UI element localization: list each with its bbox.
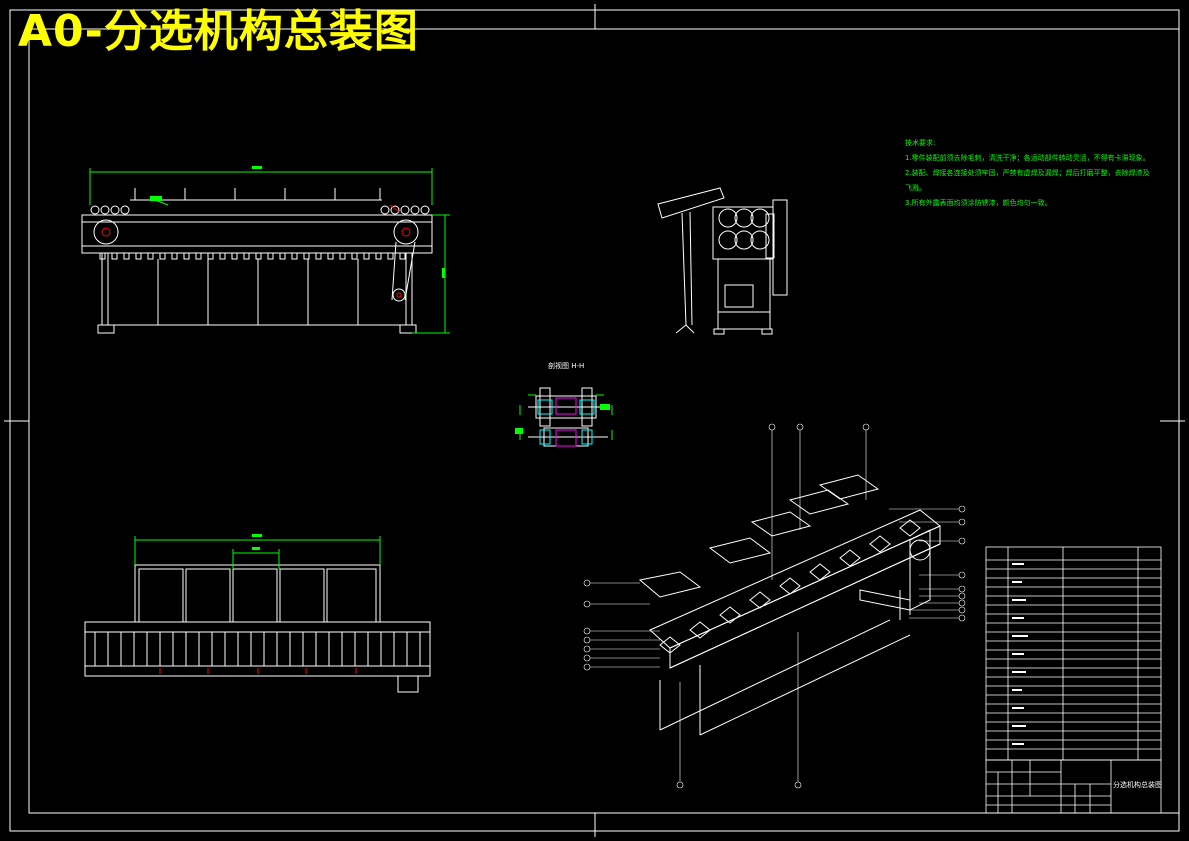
tech-item-3: 3.所有外露表面均须涂防锈漆，颜色均匀一致。	[905, 199, 1052, 207]
title-block-drawing-name: 分选机构总装图	[1113, 781, 1162, 789]
chain-rollers-top	[90, 205, 430, 215]
tech-heading: 技术要求:	[905, 139, 936, 147]
top-view	[84, 564, 431, 693]
tech-item-1: 1.零件装配前须去除毛刺，清洗干净；各运动部件转动灵活，不得有卡滞现象。	[905, 154, 1150, 162]
tech-item-2: 2.装配、焊接各连接处须牢固，严禁有虚焊及漏焊；焊后打磨平整，去除焊渣及飞溅。	[905, 169, 1150, 192]
front-view-dimensions	[89, 166, 450, 334]
title-block	[985, 759, 1162, 814]
section-view-label: 剖视图 H-H	[548, 362, 585, 370]
front-view	[81, 188, 433, 334]
section-view	[515, 387, 613, 447]
top-view-dimensions	[134, 534, 381, 569]
front-view-center-marks	[101, 204, 411, 298]
technical-requirements: 技术要求: 1.零件装配前须去除毛刺，清洗干净；各运动部件转动灵活，不得有卡滞现…	[905, 136, 1155, 211]
side-view	[657, 187, 788, 335]
drawing-title: A0-分选机构总装图	[18, 6, 419, 57]
top-view-center-marks	[159, 668, 357, 674]
isometric-leaders	[583, 423, 966, 789]
drawing-frame	[4, 4, 1185, 837]
